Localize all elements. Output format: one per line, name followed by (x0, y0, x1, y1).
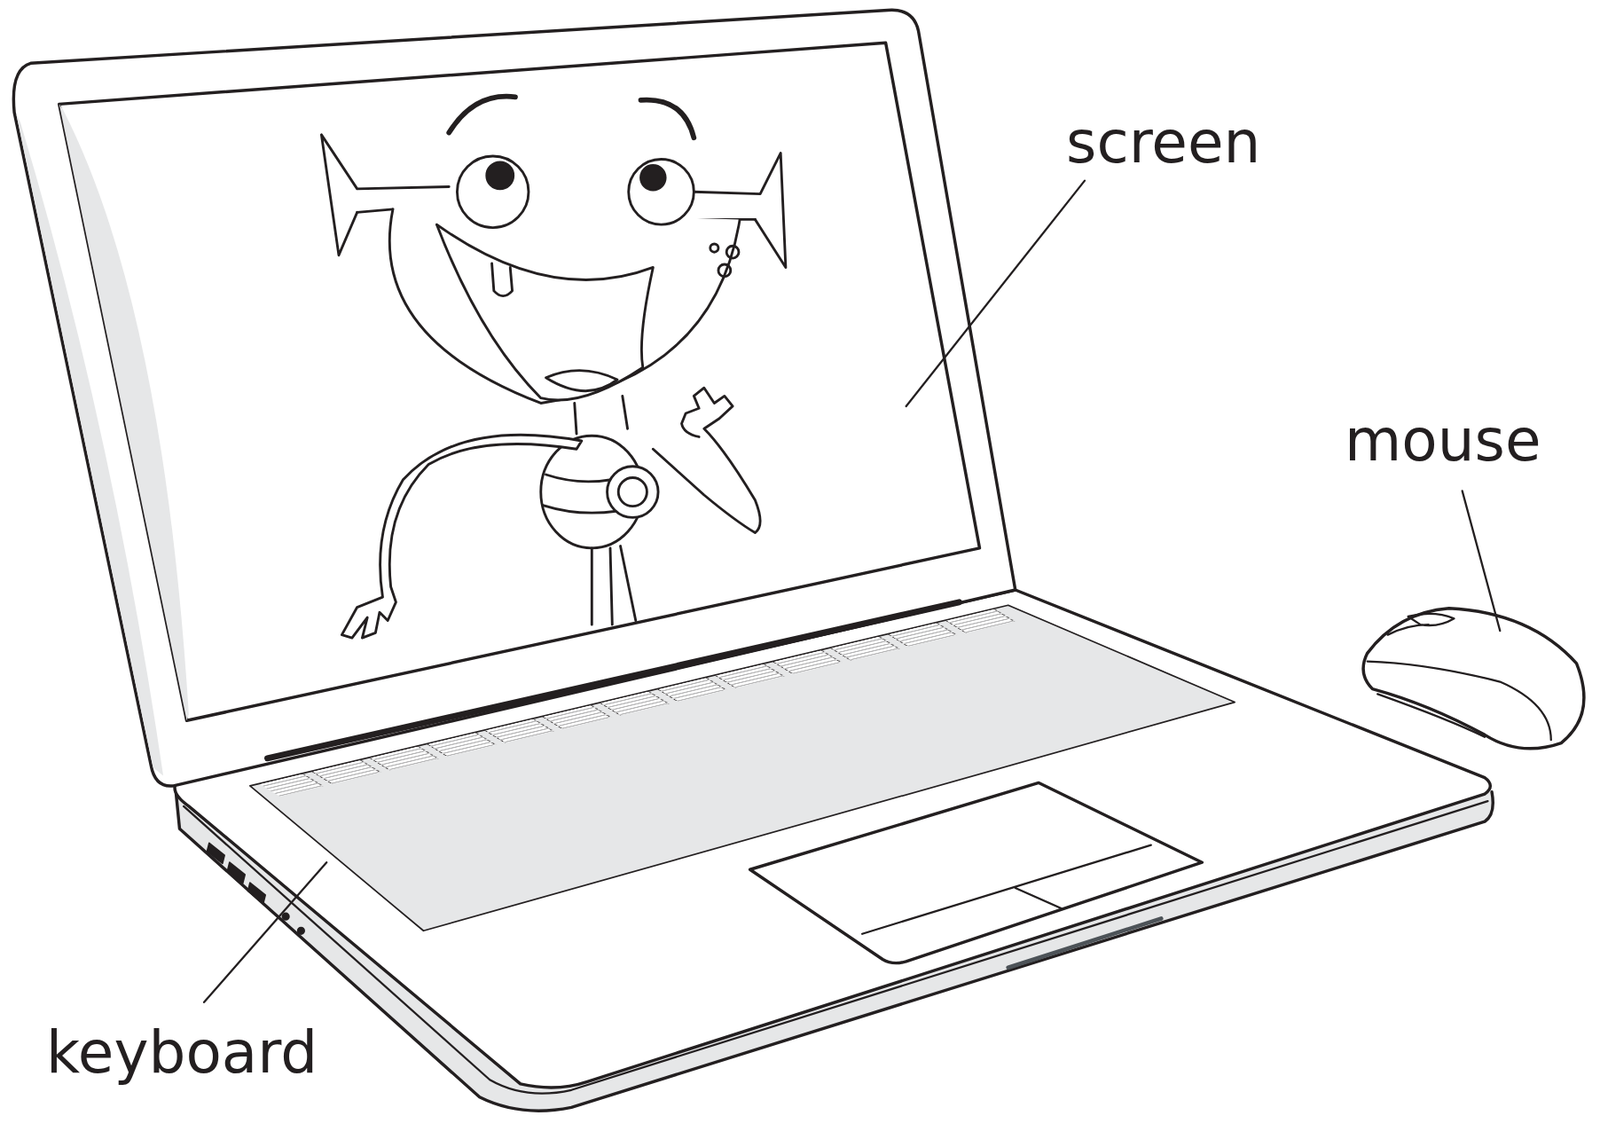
leader-line (906, 180, 1085, 407)
keys (259, 607, 1020, 796)
touchpad (750, 782, 1203, 963)
mouse-detail (1367, 613, 1552, 740)
part-label: screen (1066, 113, 1261, 173)
touchpad-buttons (862, 845, 1152, 934)
mouse-body (1363, 608, 1585, 749)
leader-line (1462, 490, 1501, 631)
cartoon-character (321, 96, 785, 638)
part-label: mouse (1344, 411, 1542, 471)
screen-panel (59, 42, 981, 721)
indicator (1008, 917, 1162, 967)
leader-line (203, 862, 327, 1003)
lid-shade (15, 114, 164, 777)
ports (207, 842, 267, 903)
part-label: keyboard (46, 1023, 318, 1083)
